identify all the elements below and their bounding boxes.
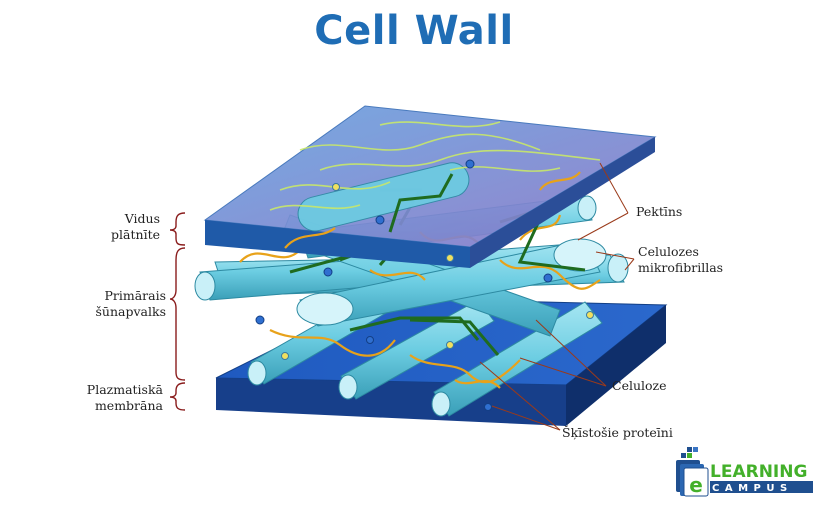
page-title: Cell Wall <box>314 8 514 54</box>
middle-lamella-label-2: plātnīte <box>111 227 160 242</box>
pectin-strands-edge <box>284 171 581 249</box>
fiber-on-top-plate <box>297 162 470 232</box>
learning-campus-logo: e LEARNING CAMPUS <box>676 447 813 497</box>
middle-lamella-label: Vidus <box>124 211 160 226</box>
hemicellulose-top <box>388 173 454 233</box>
logo-letter: e <box>689 473 703 497</box>
plasma-membrane-label-2: membrāna <box>95 398 164 413</box>
pectin-label: Pektīns <box>636 204 682 219</box>
pectin-strands-top <box>269 121 601 211</box>
primary-wall-label: Primārais <box>104 288 166 303</box>
microfibrils-label-2: mikrofibrillas <box>638 260 723 275</box>
plasma-membrane-label: Plazmatiskā <box>87 382 164 397</box>
soluble-proteins-label: Šķīstošie proteīni <box>562 424 673 440</box>
logo-word-campus: CAMPUS <box>712 483 793 494</box>
leader-lines <box>479 162 635 431</box>
pectin-strands-bottom <box>269 329 521 389</box>
hemicellulose-bottom <box>349 316 500 356</box>
logo-word-learning: LEARNING <box>710 462 807 482</box>
microfibrils-label: Celulozes <box>638 244 699 259</box>
primary-wall-label-2: šūnapvalks <box>96 304 166 319</box>
left-brackets <box>169 212 186 411</box>
soluble-protein-dots <box>255 159 594 411</box>
cellulose-label: Celuloze <box>612 378 667 393</box>
